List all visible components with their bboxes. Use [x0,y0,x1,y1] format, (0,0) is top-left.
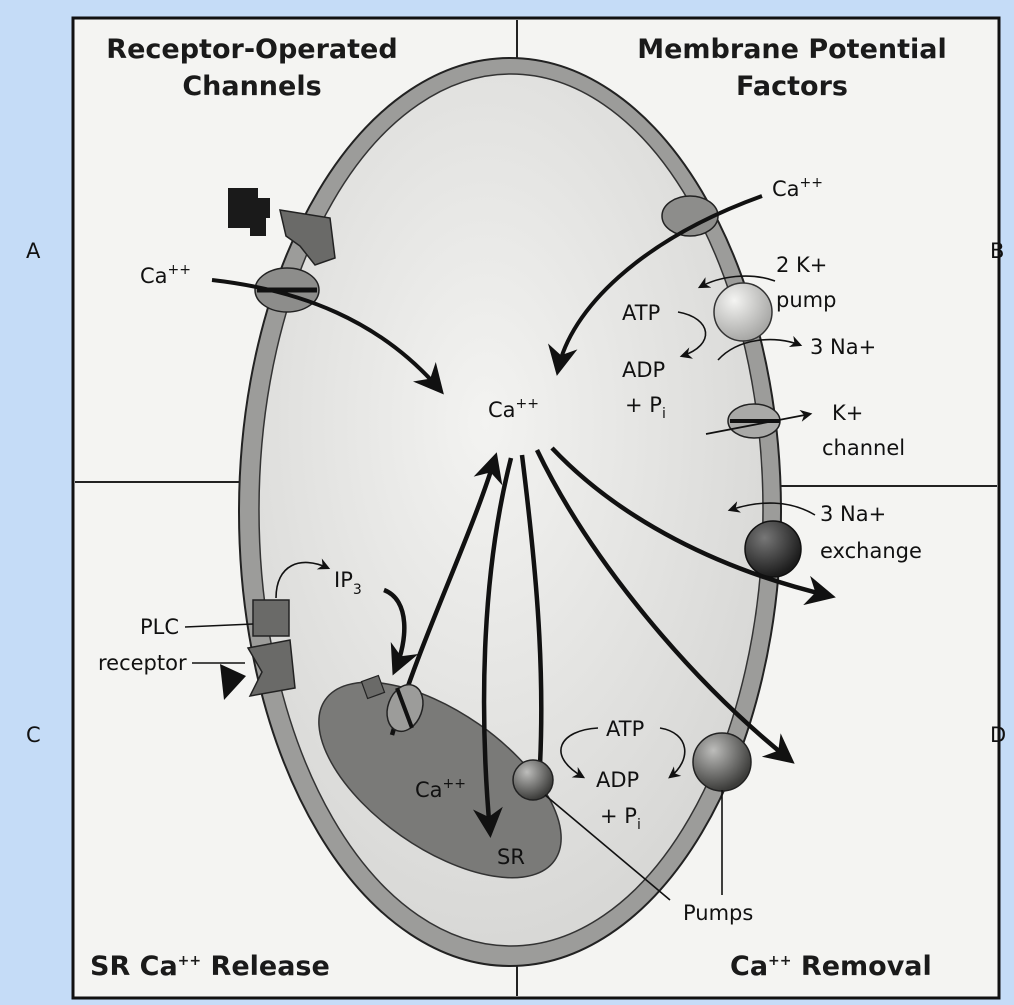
label-atp-b: ATP [622,301,660,325]
serca-pump-icon [513,760,553,800]
plc-icon [253,600,289,636]
pmca-pump-icon [693,733,751,791]
label-2k-pump-line1: 2 K+ [776,253,827,277]
quadrant-d-title: Ca++ Removal [730,951,932,982]
label-k-channel-line1: K+ [832,401,863,425]
quadrant-c-title: SR Ca++ Release [90,951,330,982]
label-k-channel-line2: channel [822,436,905,460]
na-k-pump-icon [714,283,772,341]
label-receptor: receptor [98,651,187,675]
label-3na-exchange-line2: exchange [820,539,922,563]
label-3na-exchange-line1: 3 Na+ [820,502,886,526]
side-letter-d: D [990,723,1006,747]
na-ca-exchanger-icon [745,521,801,577]
quadrant-a-title-line2: Channels [182,71,321,102]
label-2k-pump-line2: pump [776,288,836,312]
side-letter-c: C [26,723,41,747]
label-pumps: Pumps [683,901,753,925]
label-plc: PLC [140,615,179,639]
label-adp-d: ADP [596,768,639,792]
label-atp-d: ATP [606,717,644,741]
label-3na-pump: 3 Na+ [810,335,876,359]
quadrant-b-title-line2: Factors [736,71,848,102]
side-letter-a: A [26,239,41,263]
label-sr: SR [497,845,525,869]
label-adp-b: ADP [622,358,665,382]
side-letter-b: B [990,239,1004,263]
quadrant-b-title-line1: Membrane Potential [637,34,947,65]
quadrant-a-title-line1: Receptor-Operated [106,34,397,65]
